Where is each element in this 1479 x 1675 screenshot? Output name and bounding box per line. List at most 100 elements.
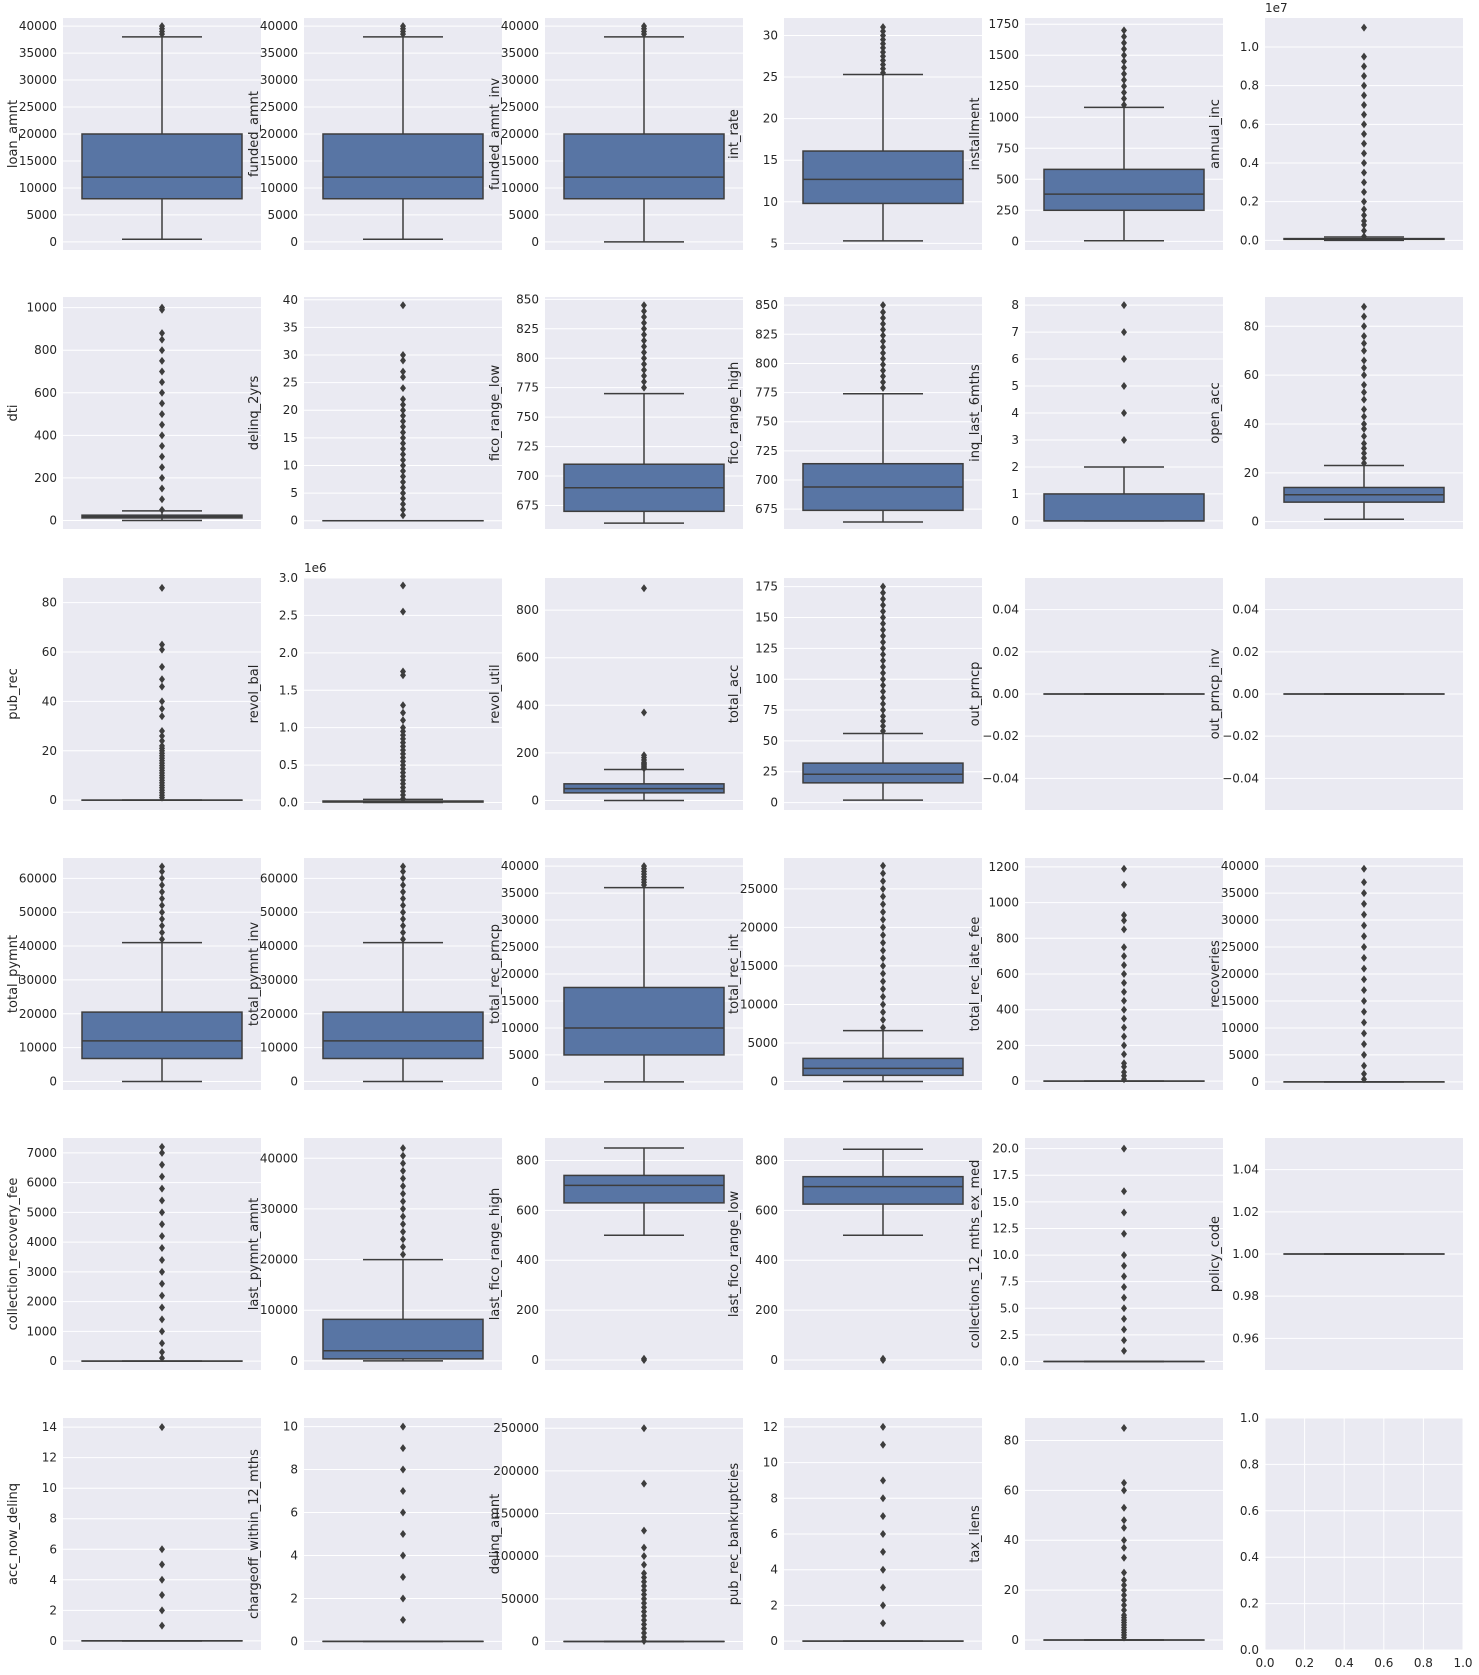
box bbox=[81, 1011, 243, 1060]
y-tick-label: −0.02 bbox=[1222, 729, 1259, 743]
axis-offset-label: 1e7 bbox=[1265, 1, 1288, 15]
outlier-point bbox=[159, 1348, 165, 1357]
y-tick-label: 20 bbox=[283, 403, 298, 417]
y-tick-label: 4 bbox=[290, 1548, 298, 1562]
subplot-total_rec_prncp: 0500010000150002000025000300003500040000… bbox=[488, 858, 743, 1090]
outlier-point bbox=[1121, 1486, 1127, 1495]
outlier-point bbox=[1121, 1586, 1127, 1595]
outlier-point bbox=[641, 383, 647, 392]
y-tick-label: 10000 bbox=[19, 1041, 57, 1055]
y-tick-label: 2 bbox=[49, 1603, 57, 1617]
outlier-point bbox=[1121, 1282, 1127, 1291]
y-tick-label: 0.0 bbox=[1240, 233, 1259, 247]
y-tick-label: 400 bbox=[34, 428, 57, 442]
outlier-point bbox=[159, 1560, 165, 1569]
y-tick-label: 10000 bbox=[19, 181, 57, 195]
outlier-point bbox=[641, 584, 647, 593]
y-axis-label: installment bbox=[968, 98, 983, 171]
outlier-point bbox=[641, 1620, 647, 1629]
y-tick-label: 800 bbox=[516, 351, 539, 365]
y-tick-label: 10000 bbox=[260, 1303, 298, 1317]
y-tick-label: 2.5 bbox=[279, 608, 298, 622]
y-tick-label: 40000 bbox=[19, 939, 57, 953]
outlier-point bbox=[159, 505, 165, 514]
outlier-point bbox=[641, 301, 647, 310]
y-tick-label: 0 bbox=[49, 1075, 57, 1089]
outlier-point bbox=[400, 356, 406, 365]
outlier-point bbox=[1121, 435, 1127, 444]
outlier-point bbox=[159, 1244, 165, 1253]
outlier-point bbox=[159, 473, 165, 482]
outlier-point bbox=[1121, 382, 1127, 391]
outlier-point bbox=[159, 1267, 165, 1276]
y-tick-label: 40000 bbox=[501, 859, 539, 873]
outlier-point bbox=[1361, 921, 1367, 930]
y-tick-label: 0 bbox=[1011, 234, 1019, 248]
y-tick-label: 1200 bbox=[988, 860, 1019, 874]
outlier-point bbox=[880, 900, 886, 909]
outlier-point bbox=[159, 862, 165, 871]
outlier-point bbox=[400, 1204, 406, 1213]
y-tick-label: 150000 bbox=[493, 1507, 539, 1521]
outlier-point bbox=[400, 467, 406, 475]
box bbox=[802, 1175, 964, 1205]
y-tick-label: 0 bbox=[531, 793, 539, 807]
outlier-point bbox=[641, 371, 647, 380]
y-axis-label: revol_bal bbox=[247, 665, 262, 724]
y-axis-label: chargeoff_within_12_mths bbox=[247, 1449, 262, 1619]
y-tick-label: 15 bbox=[763, 153, 778, 167]
y-tick-label: 3 bbox=[1011, 433, 1019, 447]
outlier-point bbox=[641, 1607, 647, 1616]
outlier-point bbox=[1361, 419, 1367, 428]
outlier-point bbox=[880, 938, 886, 947]
y-tick-label: 0.8 bbox=[1240, 79, 1259, 93]
box bbox=[563, 986, 725, 1056]
outlier-point bbox=[880, 1000, 886, 1009]
outlier-point bbox=[400, 887, 406, 896]
y-tick-label: 0 bbox=[1011, 1074, 1019, 1088]
outlier-point bbox=[1121, 1601, 1127, 1610]
y-tick-label: 1750 bbox=[988, 17, 1019, 31]
y-tick-label: 15000 bbox=[501, 154, 539, 168]
outlier-point bbox=[159, 399, 165, 408]
y-tick-label: 4 bbox=[49, 1573, 57, 1587]
box bbox=[322, 133, 484, 200]
y-tick-label: 5000 bbox=[508, 1048, 539, 1062]
y-tick-label: 800 bbox=[755, 356, 778, 370]
y-tick-label: 20000 bbox=[19, 1007, 57, 1021]
outlier-point bbox=[880, 687, 886, 696]
y-axis-label: collection_recovery_fee bbox=[6, 1178, 21, 1331]
y-tick-label: 35000 bbox=[1221, 886, 1259, 900]
outlier-point bbox=[880, 706, 886, 715]
outlier-point bbox=[400, 1615, 406, 1624]
outlier-point bbox=[641, 313, 647, 322]
y-axis-label: total_rec_late_fee bbox=[968, 917, 983, 1032]
outlier-point bbox=[880, 301, 886, 310]
outlier-point bbox=[159, 921, 165, 930]
box bbox=[1043, 493, 1205, 522]
outlier-point bbox=[1361, 388, 1367, 397]
outlier-point bbox=[400, 874, 406, 883]
outlier-point bbox=[1361, 986, 1367, 995]
y-tick-label: 12 bbox=[763, 1420, 778, 1434]
y-tick-label: 40 bbox=[1004, 1533, 1019, 1547]
outlier-point bbox=[1361, 62, 1367, 71]
outlier-point bbox=[400, 373, 406, 382]
outlier-point bbox=[400, 1144, 406, 1153]
outlier-point bbox=[1121, 1576, 1127, 1585]
y-tick-label: 20000 bbox=[260, 1253, 298, 1267]
outlier-point bbox=[880, 31, 886, 40]
outlier-point bbox=[159, 1160, 165, 1169]
y-tick-label: 10 bbox=[283, 1420, 298, 1434]
outlier-point bbox=[880, 1494, 886, 1503]
y-tick-label: −0.02 bbox=[982, 729, 1019, 743]
y-tick-label: 6 bbox=[49, 1542, 57, 1556]
outlier-point bbox=[1361, 899, 1367, 908]
y-tick-label: 675 bbox=[516, 498, 539, 512]
outlier-point bbox=[1361, 1069, 1367, 1078]
